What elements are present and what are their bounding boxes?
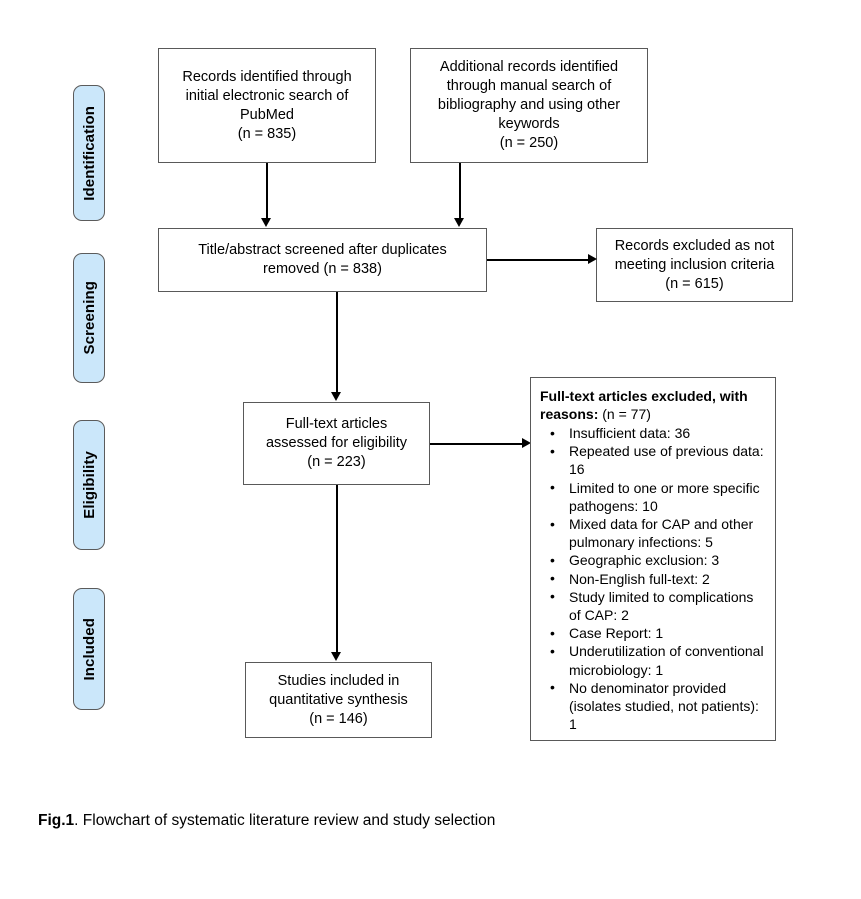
connector-records-to-screening bbox=[266, 163, 268, 219]
box-exclusion-reasons: Full-text articles excluded, with reason… bbox=[530, 377, 776, 741]
exclusion-reason-item: Insufficient data: 36 bbox=[540, 423, 767, 442]
box-fulltext-assessed-text: Full-text articles assessed for eligibil… bbox=[265, 416, 408, 470]
box-records-excluded-text: Records excluded as not meeting inclusio… bbox=[614, 237, 775, 292]
connector-screened-to-excluded bbox=[487, 259, 589, 261]
exclusion-reason-item: Study limited to complications of CAP: 2 bbox=[540, 587, 767, 624]
box-additional-records-text: Additional records identified through ma… bbox=[437, 59, 621, 151]
box-title-abstract-screened: Title/abstract screened after duplicates… bbox=[158, 228, 487, 292]
figure-caption-prefix: Fig.1 bbox=[38, 812, 75, 829]
box-studies-included: Studies included in quantitative synthes… bbox=[245, 662, 432, 738]
connector-screened-to-fulltext bbox=[336, 292, 338, 393]
exclusion-reason-item: Non-English full-text: 2 bbox=[540, 569, 767, 588]
arrowhead-fulltext-to-included bbox=[331, 652, 341, 661]
arrowhead-screened-to-fulltext bbox=[331, 392, 341, 401]
exclusion-reason-item: Case Report: 1 bbox=[540, 624, 767, 642]
box-title-abstract-screened-text: Title/abstract screened after duplicates… bbox=[198, 242, 447, 277]
figure-caption: Fig.1. Flowchart of systematic literatur… bbox=[38, 810, 495, 831]
exclusion-reason-item: Limited to one or more specific pathogen… bbox=[540, 478, 767, 515]
exclusion-reasons-heading-bold: Full-text articles excluded, with reason… bbox=[540, 388, 748, 422]
box-records-excluded: Records excluded as not meeting inclusio… bbox=[596, 228, 793, 302]
box-fulltext-assessed: Full-text articles assessed for eligibil… bbox=[243, 402, 430, 485]
stage-label-eligibility: Eligibility bbox=[80, 451, 98, 519]
exclusion-reason-item: No denominator provided (isolates studie… bbox=[540, 678, 767, 734]
box-records-identified-text: Records identified through initial elect… bbox=[182, 68, 352, 142]
connector-fulltext-to-included bbox=[336, 485, 338, 653]
exclusion-reason-item: Mixed data for CAP and other pulmonary i… bbox=[540, 515, 767, 551]
stage-rail-identification: Identification bbox=[73, 85, 105, 221]
arrowhead-fulltext-to-reasons bbox=[522, 438, 531, 448]
connector-fulltext-to-reasons bbox=[430, 443, 523, 445]
stage-label-included: Included bbox=[80, 617, 98, 681]
box-studies-included-text: Studies included in quantitative synthes… bbox=[269, 672, 408, 727]
stage-rail-included: Included bbox=[73, 588, 105, 710]
arrowhead-records-to-screening bbox=[261, 218, 271, 227]
exclusion-reason-item: Underutilization of conventional microbi… bbox=[540, 642, 767, 678]
stage-rail-screening: Screening bbox=[73, 253, 105, 383]
connector-additional-to-screening bbox=[459, 163, 461, 219]
exclusion-reason-item: Geographic exclusion: 3 bbox=[540, 551, 767, 569]
exclusion-reason-item: Repeated use of previous data: 16 bbox=[540, 442, 767, 478]
exclusion-reasons-list: Insufficient data: 36 Repeated use of pr… bbox=[540, 423, 767, 734]
box-records-identified: Records identified through initial elect… bbox=[158, 48, 376, 163]
figure-caption-rest: . Flowchart of systematic literature rev… bbox=[74, 812, 496, 829]
exclusion-reasons-heading-count: (n = 77) bbox=[598, 406, 651, 422]
exclusion-reasons-heading: Full-text articles excluded, with reason… bbox=[540, 387, 767, 423]
box-additional-records: Additional records identified through ma… bbox=[410, 48, 648, 163]
stage-label-identification: Identification bbox=[80, 105, 98, 201]
stage-label-screening: Screening bbox=[80, 281, 98, 355]
arrowhead-screened-to-excluded bbox=[588, 254, 597, 264]
arrowhead-additional-to-screening bbox=[454, 218, 464, 227]
stage-rail-eligibility: Eligibility bbox=[73, 420, 105, 550]
